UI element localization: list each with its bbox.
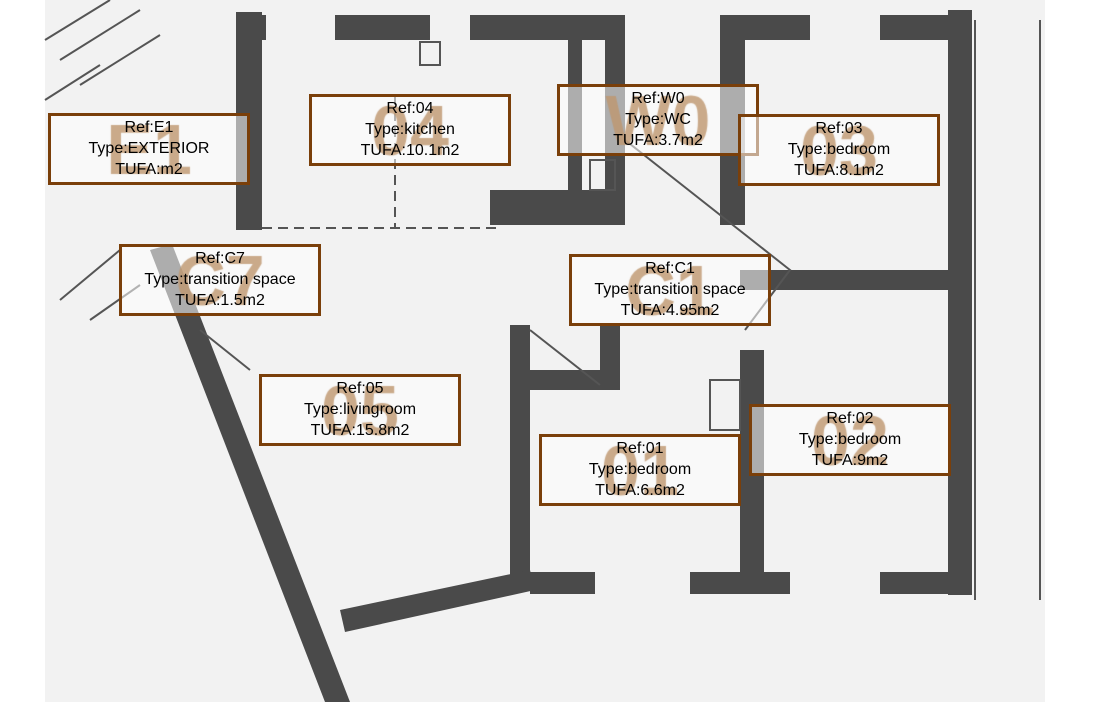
room-ref: Ref:E1 [124,119,174,136]
room-ref: Ref:C7 [195,250,245,267]
room-ref: Ref:03 [815,120,863,137]
room-type: Type:transition space [594,281,746,298]
room-type: Type:transition space [144,271,296,288]
room-ref: Ref:02 [826,410,874,427]
room-tufa: TUFA:m2 [115,161,183,178]
room-type: Type:EXTERIOR [88,140,210,157]
room-type: Type:bedroom [798,431,902,448]
room-type: Type:WC [625,111,691,128]
room-type: Type:livingroom [303,401,417,418]
room-ref: Ref:W0 [631,90,685,107]
room-tufa: TUFA:1.5m2 [175,292,265,309]
room-tufa: TUFA:10.1m2 [360,142,460,159]
room-type: Type:bedroom [588,461,692,478]
room-tufa: TUFA:9m2 [811,452,889,469]
room-tufa: TUFA:4.95m2 [620,302,720,319]
room-ref: Ref:C1 [645,260,695,277]
room-type: Type:bedroom [787,141,891,158]
room-tufa: TUFA:15.8m2 [310,422,410,439]
room-tufa: TUFA:6.6m2 [595,482,685,499]
room-ref: Ref:01 [616,440,664,457]
room-tufa: TUFA:8.1m2 [794,162,884,179]
room-ref: Ref:04 [386,100,434,117]
room-type: Type:kitchen [365,121,455,138]
room-ref: Ref:05 [336,380,384,397]
walls [150,10,972,702]
room-tufa: TUFA:3.7m2 [613,132,703,149]
